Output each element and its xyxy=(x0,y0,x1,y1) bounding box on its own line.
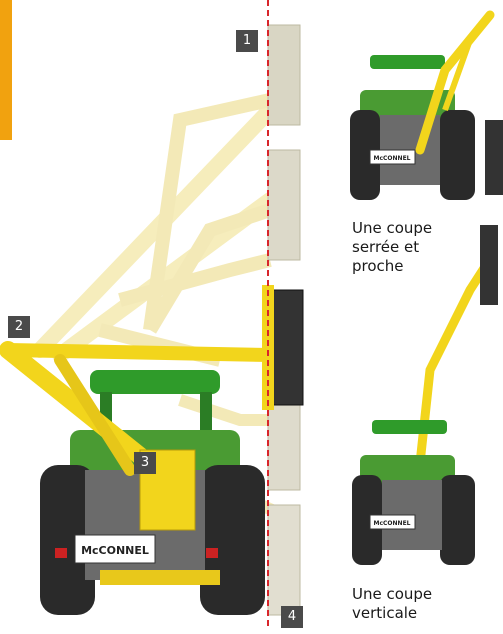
caption-close-cut: Une coupe serrée et proche xyxy=(352,219,432,276)
accent-strip xyxy=(0,0,12,140)
marker-3: 3 xyxy=(134,452,156,474)
caption-vertical-cut: Une coupe verticale xyxy=(352,585,432,623)
marker-4: 4 xyxy=(281,606,303,628)
marker-1: 1 xyxy=(236,30,258,52)
small-tractor-close-cut: McCONNEL xyxy=(350,10,503,200)
mower-head-bracket xyxy=(262,285,274,410)
small-tractor-vertical-cut: McCONNEL xyxy=(352,225,498,565)
marker-2: 2 xyxy=(8,316,30,338)
brand-plate-small-top: McCONNEL xyxy=(374,155,411,162)
caption-vertical-cut-line-1: Une coupe xyxy=(352,585,433,603)
caption-vertical-cut-line-2: verticale xyxy=(352,604,418,622)
caption-close-cut-line-1: Une coupe xyxy=(352,219,433,237)
brand-plate-main: McCONNEL xyxy=(81,544,149,557)
brand-plate-small-bottom: McCONNEL xyxy=(374,520,411,527)
caption-close-cut-line-2: serrée et xyxy=(352,238,420,256)
caption-close-cut-line-3: proche xyxy=(352,257,404,275)
